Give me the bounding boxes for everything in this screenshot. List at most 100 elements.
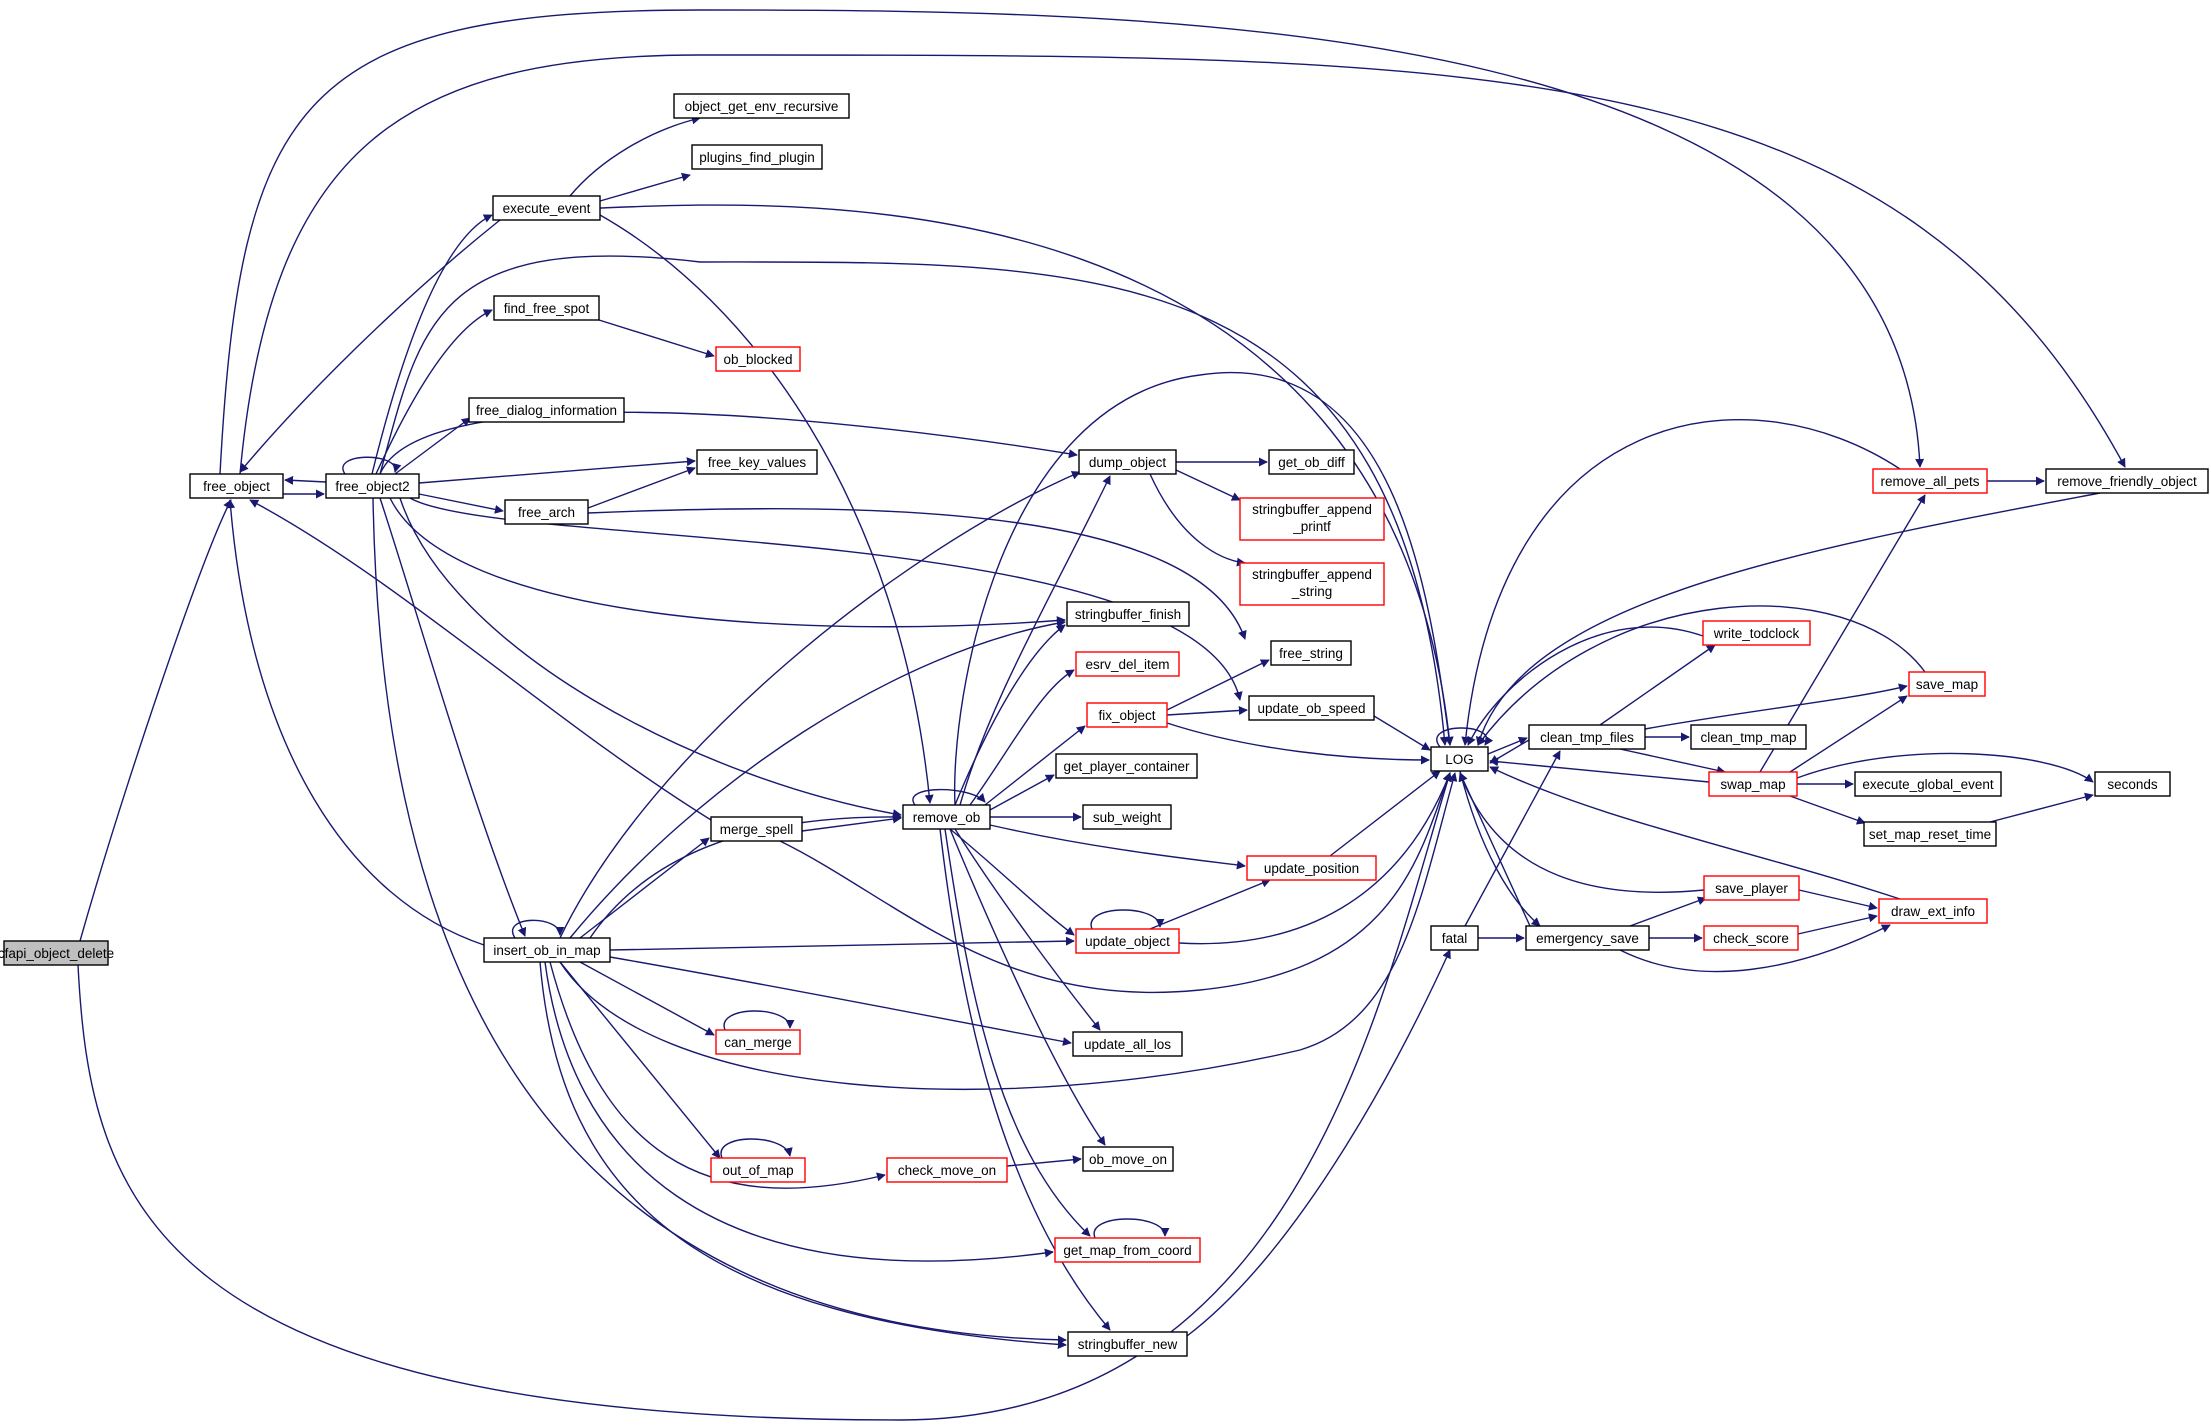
node-update-ob-speed[interactable]: update_ob_speed [1248,695,1375,721]
edge-save-map-to-LOG [1477,605,1926,746]
node-out-of-map[interactable]: out_of_map [710,1157,806,1183]
edge-swap-map-to-set-map-reset-time [1789,795,1866,825]
node-update-object[interactable]: update_object [1075,928,1180,954]
node-get-player-container[interactable]: get_player_container [1055,753,1198,779]
node-box [1078,449,1177,475]
node-write-todclock[interactable]: write_todclock [1702,620,1811,646]
node-ob-move-on[interactable]: ob_move_on [1082,1146,1174,1172]
node-free-object2[interactable]: free_object2 [325,473,420,499]
node-fatal[interactable]: fatal [1430,925,1479,951]
node-remove-friendly-object[interactable]: remove_friendly_object [2045,468,2209,494]
node-clean-tmp-files[interactable]: clean_tmp_files [1528,724,1646,750]
node-stringbuffer-finish[interactable]: stringbuffer_finish [1066,601,1190,627]
edge-execute-event-to-free-object [239,219,501,473]
node-box [710,816,803,842]
node-clean-tmp-map[interactable]: clean_tmp_map [1690,724,1807,750]
node-merge-spell[interactable]: merge_spell [710,816,803,842]
nodes-layer: cfapi_object_delete free_object free_objec… [0,93,2209,1357]
node-set-map-reset-time[interactable]: set_map_reset_time [1863,821,1997,847]
node-swap-map[interactable]: swap_map [1708,771,1798,797]
edge-check-move-on-to-ob-move-on [1006,1155,1082,1167]
node-object-get-env-recursive[interactable]: object_get_env_recursive [673,93,850,119]
node-seconds[interactable]: seconds [2094,771,2171,797]
node-box [710,1157,806,1183]
node-box [1239,562,1385,606]
node-label: _printf [1292,519,1331,534]
node-LOG[interactable]: LOG [1430,746,1489,772]
edge-get-map-from-coord-to-get-map-from-coord [1093,1218,1170,1239]
node-get-ob-diff[interactable]: get_ob_diff [1268,449,1355,475]
node-free-string[interactable]: free_string [1270,640,1352,666]
node-label: ob_move_on [1089,1152,1167,1167]
node-label: clean_tmp_map [1700,730,1796,745]
node-label: execute_event [503,201,591,216]
node-can-merge[interactable]: can_merge [715,1029,801,1055]
node-remove-ob[interactable]: remove_ob [902,804,991,830]
edge-insert-ob-in-map-to-get-map-from-coord [544,961,1054,1262]
node-label: plugins_find_plugin [699,150,815,165]
node-esrv-del-item[interactable]: esrv_del_item [1075,651,1180,677]
node-find-free-spot[interactable]: find_free_spot [493,295,600,321]
edge-remove-ob-to-fix-object [984,725,1086,806]
edge-swap-map-to-LOG [1489,757,1710,783]
edge-remove-ob-to-get-map-from-coord [944,828,1091,1237]
node-ob-blocked[interactable]: ob_blocked [715,346,801,372]
node-stringbuffer-append-string[interactable]: stringbuffer_append_string [1239,562,1385,606]
node-emergency-save[interactable]: emergency_save [1525,925,1650,951]
edge-free-object2-to-stringbuffer-new [372,497,1067,1345]
node-remove-all-pets[interactable]: remove_all_pets [1872,468,1988,494]
node-insert-ob-in-map[interactable]: insert_ob_in_map [483,937,611,963]
node-check-move-on[interactable]: check_move_on [886,1157,1008,1183]
node-label: free_dialog_information [476,403,617,418]
node-label: remove_ob [913,810,981,825]
node-stringbuffer-append-printf[interactable]: stringbuffer_append_printf [1239,497,1385,541]
edge-fix-object-to-LOG [1166,722,1430,765]
edge-insert-ob-in-map-to-remove-ob [589,812,902,939]
node-free-key-values[interactable]: free_key_values [696,449,818,475]
node-free-object[interactable]: free_object [189,473,284,499]
node-execute-event[interactable]: execute_event [492,195,601,221]
node-label: can_merge [724,1035,792,1050]
edge-update-object-to-update-object [1090,909,1165,930]
node-free-arch[interactable]: free_arch [504,499,589,525]
edge-merge-spell-to-free-object [249,499,712,821]
node-box [492,195,601,221]
edge-emergency-save-to-save-player [1629,896,1707,927]
node-box [1703,875,1800,901]
node-label: remove_friendly_object [2057,474,2197,489]
edge-free-arch-to-free-string [587,508,1247,640]
node-box [1055,753,1198,779]
node-check-score[interactable]: check_score [1703,925,1799,951]
node-label: merge_spell [720,822,794,837]
node-box [2045,468,2209,494]
node-fix-object[interactable]: fix_object [1086,702,1168,728]
node-box [1872,468,1988,494]
node-label: find_free_spot [504,301,590,316]
node-label: out_of_map [722,1163,793,1178]
node-box [1854,771,2002,797]
node-box [3,940,109,966]
node-execute-global-event[interactable]: execute_global_event [1854,771,2002,797]
node-cfapi-object-delete[interactable]: cfapi_object_delete [0,940,114,966]
node-label: execute_global_event [1862,777,1994,792]
node-stringbuffer-new[interactable]: stringbuffer_new [1067,1331,1188,1357]
node-label: insert_ob_in_map [493,943,600,958]
node-label: free_key_values [708,455,807,470]
node-label: get_player_container [1063,759,1190,774]
node-label: fatal [1442,931,1468,946]
edge-free-object2-to-find-free-spot [375,309,493,475]
node-draw-ext-info[interactable]: draw_ext_info [1878,898,1988,924]
node-get-map-from-coord[interactable]: get_map_from_coord [1054,1237,1201,1263]
node-update-position[interactable]: update_position [1246,855,1377,881]
node-save-map[interactable]: save_map [1908,671,1986,697]
node-plugins-find-plugin[interactable]: plugins_find_plugin [691,144,823,170]
edge-free-object2-to-stringbuffer-finish [389,497,1066,628]
node-label: swap_map [1720,777,1785,792]
node-sub-weight[interactable]: sub_weight [1082,804,1172,830]
node-save-player[interactable]: save_player [1703,875,1800,901]
node-update-all-los[interactable]: update_all_los [1072,1031,1183,1057]
node-dump-object[interactable]: dump_object [1078,449,1177,475]
edge-clean-tmp-files-to-write-todclock [1599,644,1716,726]
node-free-dialog-information[interactable]: free_dialog_information [468,397,625,423]
node-label: sub_weight [1093,810,1162,825]
